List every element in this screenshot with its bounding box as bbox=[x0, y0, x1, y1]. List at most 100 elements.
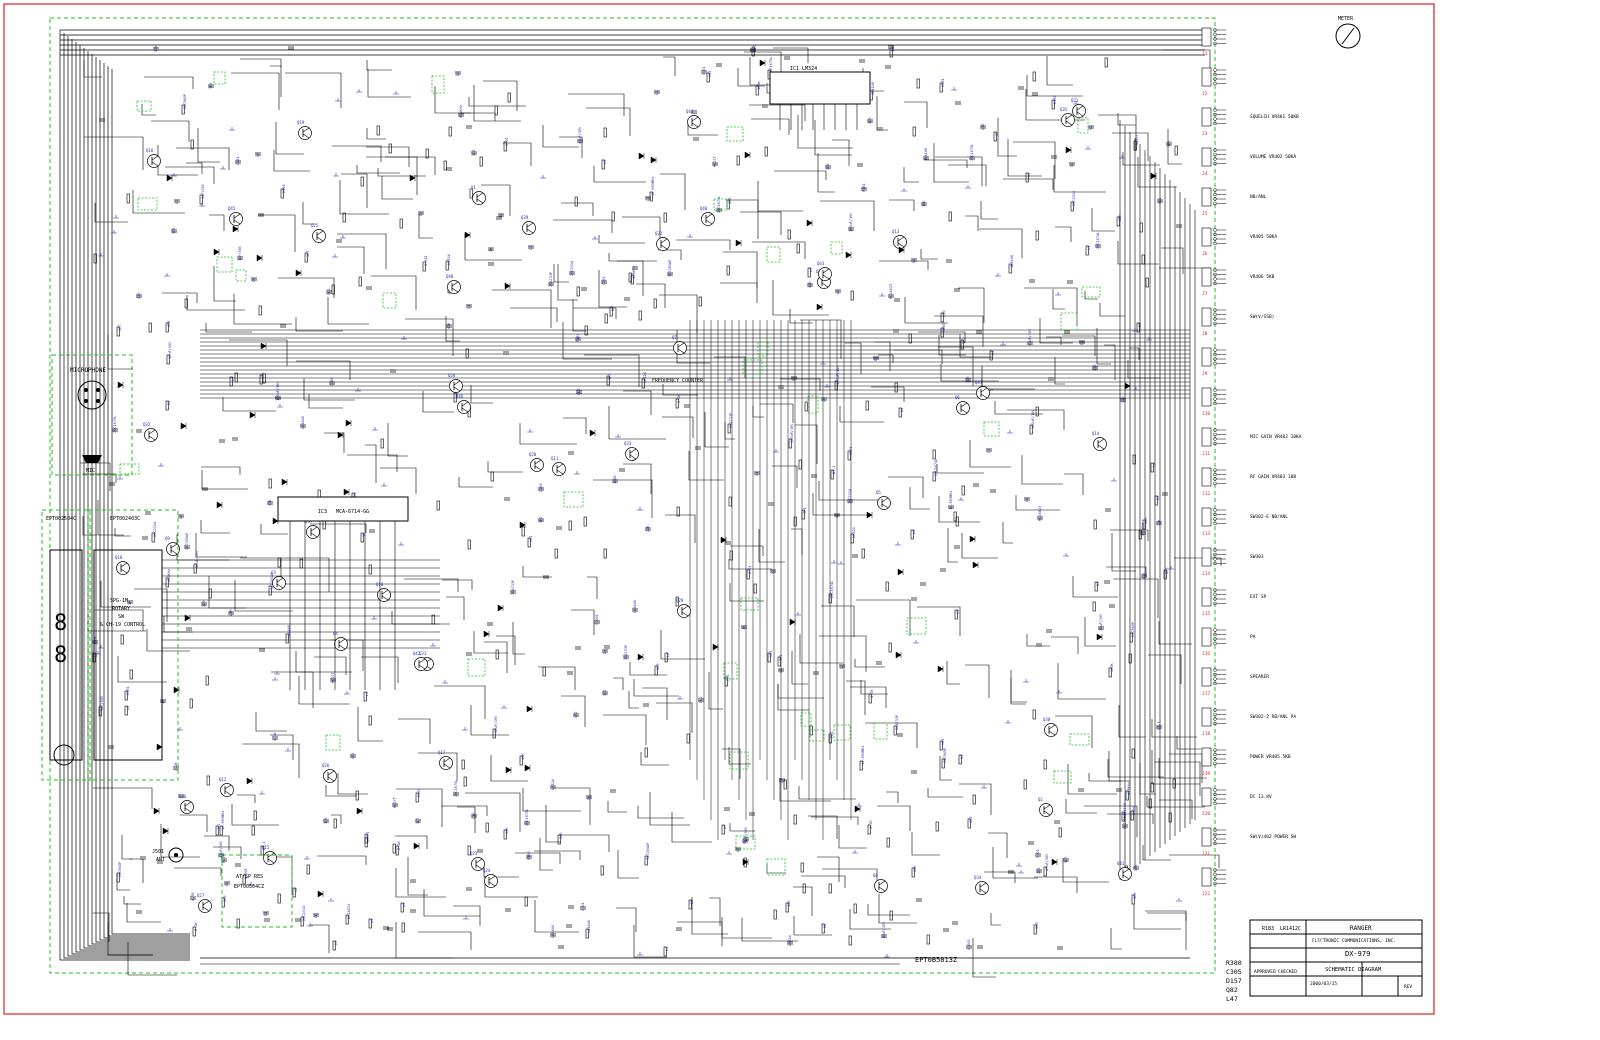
resistor-icon bbox=[463, 776, 467, 787]
diode-icon bbox=[343, 488, 350, 496]
transistor-icon bbox=[144, 428, 158, 442]
component-value: D2 bbox=[840, 665, 844, 669]
capacitor-icon bbox=[366, 286, 372, 290]
capacitor-icon bbox=[184, 545, 190, 549]
capacitor-icon bbox=[834, 513, 840, 517]
resistor-icon bbox=[1058, 827, 1062, 838]
capacitor-icon bbox=[446, 167, 452, 171]
component-value: 0.001 bbox=[424, 255, 428, 266]
component-value: 1N4148 bbox=[1010, 255, 1014, 268]
capacitor-icon bbox=[487, 622, 493, 626]
transistor-label: Q21 bbox=[1071, 98, 1079, 103]
capacitor-icon bbox=[1032, 92, 1038, 96]
component-value: 1K bbox=[128, 600, 132, 605]
capacitor-icon bbox=[232, 437, 238, 441]
component-value: C281 bbox=[849, 446, 853, 455]
component-value: 10K bbox=[787, 900, 791, 907]
component-value: C280 bbox=[330, 377, 334, 386]
capacitor-icon bbox=[383, 926, 389, 930]
component-value: 47uF/16V bbox=[1028, 328, 1032, 346]
capacitor-icon bbox=[235, 160, 241, 164]
transistor-icon bbox=[323, 769, 337, 783]
resistor-icon bbox=[1142, 519, 1146, 530]
connector-id: J6 bbox=[1202, 251, 1208, 257]
transistor-icon bbox=[522, 221, 536, 235]
resistor-icon bbox=[465, 348, 469, 359]
resistor-icon bbox=[1138, 529, 1142, 540]
capacitor-icon bbox=[990, 489, 996, 493]
resistor-icon bbox=[641, 378, 645, 389]
capacitor-icon bbox=[477, 849, 483, 853]
resistor-icon bbox=[859, 760, 863, 771]
display-b-label: EPT002403C bbox=[110, 516, 140, 522]
connector-label: DC 13.8V bbox=[1250, 794, 1272, 800]
capacitor-icon bbox=[980, 125, 986, 129]
capacitor-icon bbox=[716, 208, 722, 212]
component-value: L7 bbox=[175, 200, 179, 204]
component-value: 2SC1674L bbox=[830, 581, 834, 598]
capacitor-icon bbox=[415, 819, 421, 823]
component-value: 0.001 bbox=[244, 868, 248, 879]
resistor-icon bbox=[628, 272, 632, 283]
resistor-icon bbox=[469, 188, 473, 199]
resistor-icon bbox=[1131, 748, 1135, 759]
capacitor-icon bbox=[1063, 858, 1069, 862]
resistor-icon bbox=[848, 935, 852, 946]
capacitor-icon bbox=[920, 582, 926, 586]
capacitor-icon bbox=[1092, 366, 1098, 370]
component-value: VR2 bbox=[941, 739, 945, 746]
capacitor-icon bbox=[911, 770, 917, 774]
transistor-label: Q44 bbox=[686, 109, 694, 114]
capacitor-icon bbox=[392, 803, 398, 807]
resistor-icon bbox=[953, 511, 957, 522]
resistor-icon bbox=[948, 211, 952, 222]
title-tag-b: LR1412C bbox=[1280, 926, 1301, 932]
ground-icon bbox=[901, 188, 907, 192]
resistor-icon bbox=[830, 469, 834, 480]
connector-j9: J9 bbox=[1201, 347, 1226, 377]
resistor-icon bbox=[801, 509, 805, 520]
connector-id: J17 bbox=[1202, 691, 1210, 697]
ground-icon bbox=[229, 127, 235, 131]
capacitor-icon bbox=[99, 118, 105, 122]
component-value: 1uF/50V bbox=[100, 695, 104, 711]
display-note: & CH-19 CONTROL bbox=[100, 622, 145, 628]
component-value: R180 bbox=[282, 184, 286, 193]
transistor-icon bbox=[1061, 113, 1075, 127]
resistor-icon bbox=[939, 82, 943, 93]
resistor-icon bbox=[259, 374, 263, 385]
component-value: 100K bbox=[93, 636, 97, 645]
resistor-icon bbox=[751, 46, 755, 57]
diode-icon bbox=[409, 174, 416, 182]
shielded-coil bbox=[740, 597, 759, 611]
capacitor-icon bbox=[136, 910, 142, 914]
resistor-icon bbox=[788, 438, 792, 449]
resistor-icon bbox=[1133, 140, 1137, 151]
component-value: L5 bbox=[334, 941, 338, 945]
resistor-icon bbox=[1145, 277, 1149, 288]
diode-icon bbox=[637, 653, 644, 661]
resistor-icon bbox=[753, 583, 757, 594]
ground-icon bbox=[356, 89, 362, 93]
resistor-icon bbox=[989, 350, 993, 361]
component-value: IC7 bbox=[1064, 857, 1068, 864]
transistor-icon bbox=[334, 637, 348, 651]
component-value: IC9 bbox=[656, 664, 660, 671]
capacitor-icon bbox=[946, 259, 952, 263]
outer-frame bbox=[3, 3, 1435, 1015]
ground-icon bbox=[199, 203, 205, 207]
capacitor-icon bbox=[235, 863, 241, 867]
capacitor-icon bbox=[326, 290, 332, 294]
capacitor-icon bbox=[986, 448, 992, 452]
parts-count-item: D157 bbox=[1226, 977, 1242, 985]
component-value: 47K bbox=[268, 499, 272, 506]
capacitor-icon bbox=[966, 945, 972, 949]
transistor-label: Q26 bbox=[322, 763, 330, 768]
resistor-icon bbox=[885, 581, 889, 592]
diode-icon bbox=[638, 152, 645, 160]
seven-seg-digits: 8 bbox=[54, 611, 67, 636]
transistor-icon bbox=[263, 851, 277, 865]
